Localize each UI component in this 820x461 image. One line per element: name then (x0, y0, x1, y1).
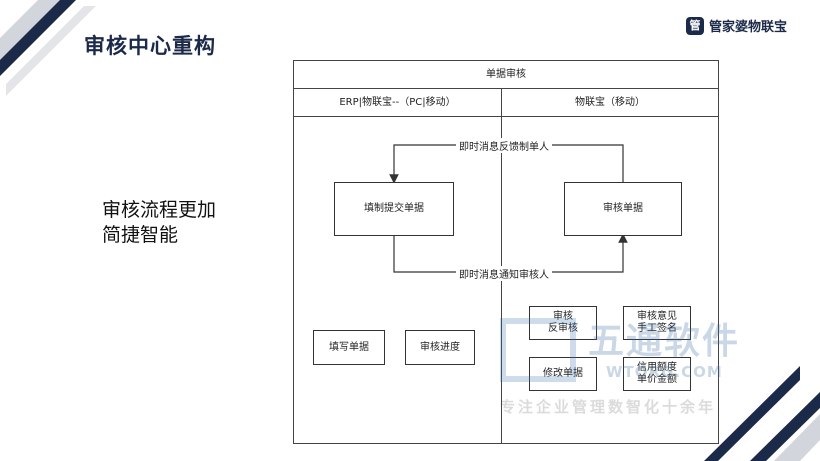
stripe-bottom-right-dark-2 (704, 366, 800, 461)
notify-message: 即时消息通知审核人 (456, 266, 552, 281)
stripe-bottom-right-light (774, 414, 820, 461)
brand: 管 管家婆物联宝 (686, 16, 787, 35)
brand-logo-icon: 管 (686, 16, 704, 35)
stripe-bottom-right-dark (750, 392, 820, 461)
review-unreview-button[interactable]: 审核 反审核 (529, 306, 597, 340)
review-doc-box: 审核单据 (564, 182, 682, 236)
feedback-message: 即时消息反馈制单人 (456, 138, 552, 153)
lane-right-header: 物联宝（移动） (502, 89, 718, 117)
side-text-line1: 审核流程更加 (102, 199, 217, 221)
side-text: 审核流程更加 简捷智能 (102, 198, 216, 248)
watermark-company: 五通软件 (588, 321, 741, 362)
opinion-sign-button[interactable]: 审核意见 手工签名 (623, 306, 691, 340)
diagram-header: 单据审核 (294, 61, 718, 89)
watermark-logo-icon (500, 318, 576, 382)
stripe-top-left-dark (0, 0, 76, 76)
slide-title: 审核中心重构 (84, 34, 216, 58)
modify-doc-button[interactable]: 修改单据 (529, 357, 597, 391)
watermark-slogan: 专注企业管理数智化十余年 (500, 398, 717, 416)
stripe-top-left-faint (6, 6, 96, 96)
audit-diagram: 单据审核 ERP|物联宝--（PC|移动） 物联宝（移动） 即时消息反馈制单人 … (293, 60, 719, 444)
lane-left-header: ERP|物联宝--（PC|移动） (294, 89, 501, 117)
credit-price-button[interactable]: 信用额度 单价金额 (623, 357, 691, 391)
progress-button[interactable]: 审核进度 (405, 330, 475, 365)
brand-name: 管家婆物联宝 (709, 20, 788, 35)
watermark-url: WTORG.COM (606, 363, 723, 381)
fill-submit-box: 填制提交单据 (334, 182, 454, 236)
fill-doc-button[interactable]: 填写单据 (313, 330, 385, 365)
side-text-line2: 简捷智能 (102, 224, 179, 246)
